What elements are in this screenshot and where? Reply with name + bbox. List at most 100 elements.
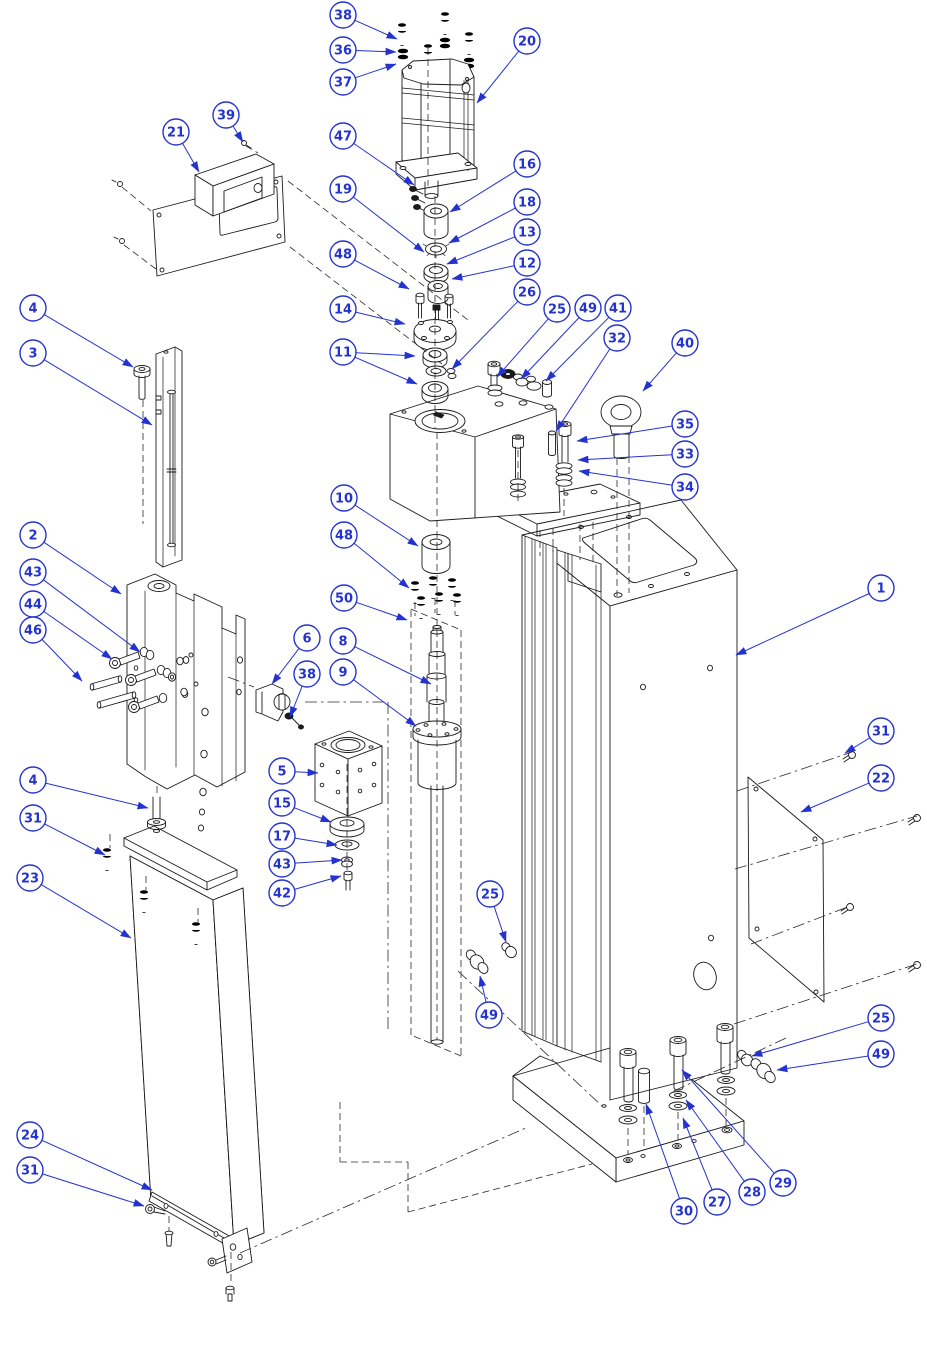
housing-top-fasteners [487, 360, 552, 398]
svg-text:9: 9 [338, 666, 347, 681]
mid-plug-and-bushing [465, 942, 517, 974]
side-plate [155, 346, 183, 568]
svg-text:25: 25 [548, 303, 566, 318]
svg-text:31: 31 [24, 812, 42, 827]
svg-text:15: 15 [273, 797, 291, 812]
bearing-housing [389, 385, 561, 522]
base-screws [618, 1023, 736, 1125]
svg-text:49: 49 [579, 302, 597, 317]
balloon-25: 25 [476, 880, 507, 943]
leader-line-19 [352, 196, 425, 253]
balloon-23: 23 [16, 864, 132, 939]
balloon-31: 31 [16, 1156, 145, 1207]
svg-text:20: 20 [518, 35, 536, 50]
svg-text:34: 34 [676, 481, 694, 496]
balloon-49: 49 [776, 1040, 895, 1073]
main-column [521, 499, 738, 1101]
leader-line-43 [294, 856, 343, 865]
svg-text:4: 4 [28, 302, 37, 317]
balloon-41: 41 [545, 294, 632, 382]
leader-line-25 [493, 906, 507, 943]
svg-text:46: 46 [24, 624, 42, 639]
svg-text:37: 37 [334, 76, 352, 91]
svg-text:10: 10 [335, 492, 353, 507]
lock-washer [422, 242, 450, 259]
svg-text:43: 43 [24, 566, 42, 581]
svg-text:4: 4 [28, 774, 37, 789]
svg-text:3: 3 [28, 347, 37, 362]
balloon-39: 39 [212, 101, 244, 143]
leader-line-24 [41, 1139, 153, 1191]
svg-text:23: 23 [21, 872, 39, 887]
balloon-11: 11 [329, 338, 418, 385]
svg-text:18: 18 [518, 196, 536, 211]
sensor-screw [284, 712, 304, 730]
balloon-31: 31 [844, 717, 895, 754]
balloon-8: 8 [329, 627, 432, 685]
svg-text:47: 47 [334, 130, 352, 145]
leader-line-10 [354, 504, 419, 547]
base-plug-and-bushing [737, 1049, 776, 1084]
svg-text:50: 50 [335, 592, 353, 607]
balloon-9: 9 [329, 658, 417, 727]
svg-text:11: 11 [334, 346, 352, 361]
leader-line-6 [271, 647, 300, 685]
sensor-bracket [255, 683, 291, 722]
balloon-21: 21 [162, 118, 200, 173]
carriage-bottom-screw [147, 796, 166, 833]
svg-text:41: 41 [609, 302, 627, 317]
leader-line-42 [294, 875, 342, 890]
balloon-10: 10 [330, 484, 419, 547]
leader-line-21 [182, 143, 200, 173]
leader-line-26 [451, 300, 519, 370]
svg-text:8: 8 [338, 635, 347, 650]
leader-line-38 [354, 19, 398, 40]
leader-line-1 [735, 593, 870, 656]
balloon-13: 13 [446, 218, 541, 265]
balloon-19: 19 [329, 175, 425, 253]
balloon-22: 22 [800, 764, 895, 813]
leader-line-31 [44, 823, 106, 856]
svg-text:6: 6 [302, 632, 311, 647]
svg-text:26: 26 [518, 286, 536, 301]
svg-text:12: 12 [518, 257, 536, 272]
svg-text:28: 28 [743, 1186, 761, 1201]
svg-text:25: 25 [481, 888, 499, 903]
carriage-block [126, 573, 246, 832]
bearing-rings [421, 347, 457, 404]
balloon-15: 15 [268, 789, 332, 823]
svg-text:33: 33 [676, 448, 694, 463]
side-plate-screw [133, 365, 151, 400]
leader-line-11 [354, 356, 418, 385]
leader-line-40 [642, 352, 677, 392]
balloon-34: 34 [578, 468, 699, 501]
leader-line-28 [685, 1099, 745, 1182]
balloon-42: 42 [268, 875, 342, 907]
svg-text:27: 27 [708, 1196, 726, 1211]
balloon-29: 29 [681, 1069, 797, 1197]
leader-line-25 [496, 318, 549, 378]
balloon-2: 2 [19, 521, 122, 595]
svg-text:38: 38 [334, 9, 352, 24]
balloon-37: 37 [329, 63, 397, 96]
leader-line-12 [451, 265, 515, 281]
balloon-4: 4 [19, 766, 149, 810]
svg-text:32: 32 [608, 332, 626, 347]
balloon-49: 49 [520, 294, 602, 380]
motor-coupling [423, 203, 449, 240]
leader-line-2 [43, 541, 122, 595]
balloon-25: 25 [496, 295, 571, 378]
bellows-cover [123, 825, 265, 1246]
leader-line-49 [478, 975, 487, 1003]
balloon-30: 30 [645, 1103, 698, 1225]
leader-line-18 [448, 207, 516, 244]
balloon-33: 33 [577, 440, 699, 468]
svg-text:1: 1 [876, 582, 885, 597]
svg-text:19: 19 [334, 183, 352, 198]
eye-bolt [600, 395, 642, 459]
leader-line-48 [354, 259, 410, 290]
svg-text:43: 43 [273, 858, 291, 873]
leader-line-11 [355, 351, 416, 360]
leader-line-8 [354, 646, 432, 685]
